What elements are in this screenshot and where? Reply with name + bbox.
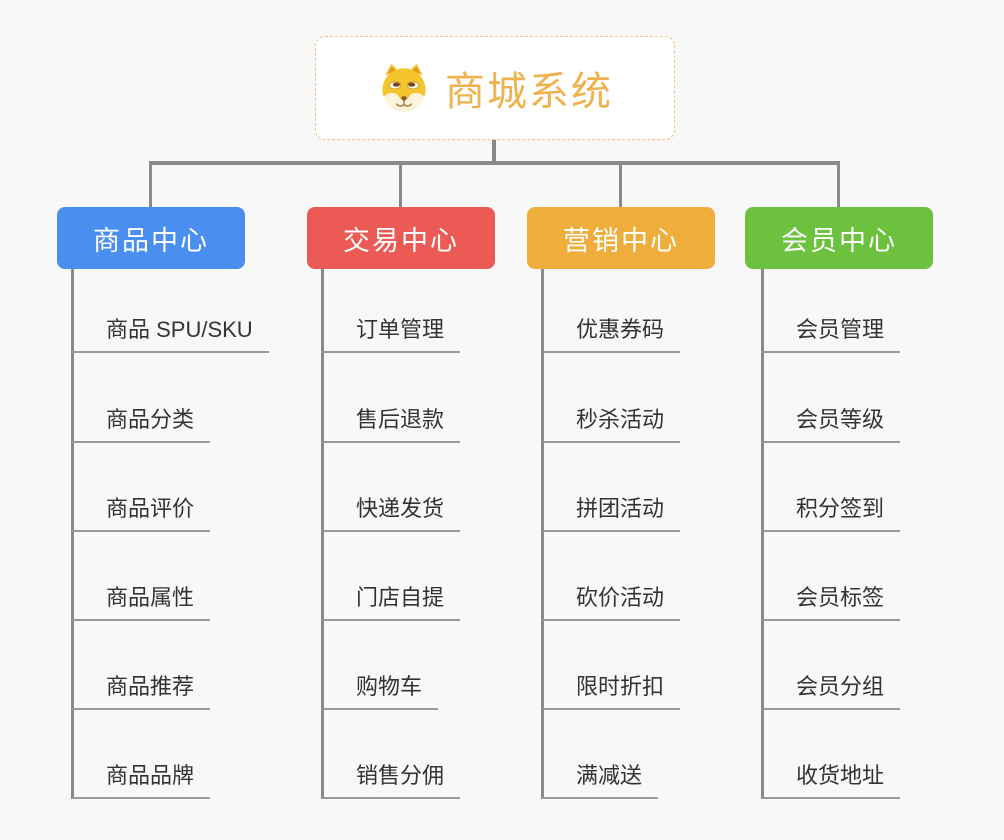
child-node[interactable]: 优惠券码	[542, 311, 681, 353]
child-node[interactable]: 会员标签	[762, 579, 901, 621]
connector-trunk	[541, 269, 544, 799]
branch-node-trade-center[interactable]: 交易中心	[307, 207, 495, 269]
root-node[interactable]: 商城系统	[315, 36, 675, 140]
branch-node-marketing-center[interactable]: 营销中心	[527, 207, 715, 269]
child-node[interactable]: 购物车	[322, 668, 439, 710]
child-node[interactable]: 快递发货	[322, 490, 461, 532]
branch-node-product-center[interactable]: 商品中心	[57, 207, 245, 269]
connector-branch-drop	[837, 161, 840, 207]
child-node[interactable]: 销售分佣	[322, 757, 461, 799]
connector-bus	[149, 161, 840, 165]
child-node[interactable]: 门店自提	[322, 579, 461, 621]
child-node[interactable]: 限时折扣	[542, 668, 681, 710]
child-node[interactable]: 订单管理	[322, 311, 461, 353]
child-node[interactable]: 秒杀活动	[542, 401, 681, 443]
child-node[interactable]: 收货地址	[762, 757, 901, 799]
connector-branch-drop	[619, 161, 622, 207]
connector-trunk	[761, 269, 764, 799]
child-node[interactable]: 商品品牌	[72, 757, 211, 799]
child-node[interactable]: 会员等级	[762, 401, 901, 443]
child-node[interactable]: 商品 SPU/SKU	[72, 311, 269, 353]
child-node[interactable]: 商品分类	[72, 401, 211, 443]
connector-trunk	[71, 269, 74, 799]
child-node[interactable]: 商品推荐	[72, 668, 211, 710]
child-node[interactable]: 拼团活动	[542, 490, 681, 532]
connector-branch-drop	[399, 161, 402, 207]
shiba-dog-icon	[377, 62, 431, 114]
child-node[interactable]: 商品评价	[72, 490, 211, 532]
connector-branch-drop	[149, 161, 152, 207]
child-node[interactable]: 会员管理	[762, 311, 901, 353]
child-node[interactable]: 积分签到	[762, 490, 901, 532]
child-node[interactable]: 会员分组	[762, 668, 901, 710]
child-node[interactable]: 砍价活动	[542, 579, 681, 621]
child-node[interactable]: 商品属性	[72, 579, 211, 621]
child-node[interactable]: 售后退款	[322, 401, 461, 443]
connector-trunk	[321, 269, 324, 799]
root-title: 商城系统	[445, 70, 613, 114]
branch-node-member-center[interactable]: 会员中心	[745, 207, 933, 269]
child-node[interactable]: 满减送	[542, 757, 659, 799]
connector-root-drop	[492, 140, 496, 163]
